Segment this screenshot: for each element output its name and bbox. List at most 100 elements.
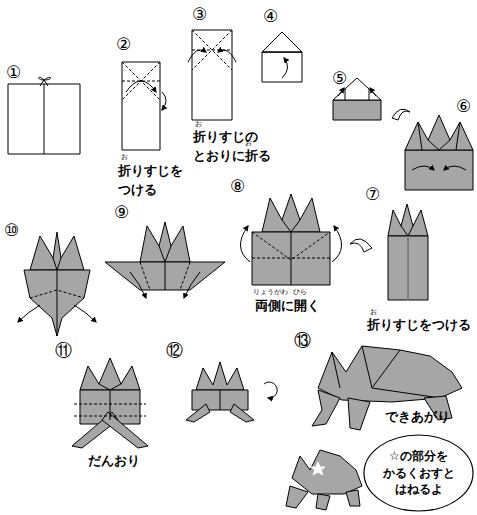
- instruction-text: 折りすじの とおりに折る: [193, 128, 271, 166]
- folded-paper: [405, 115, 473, 190]
- folded-paper: [405, 150, 473, 190]
- furigana: お: [121, 154, 128, 161]
- note-ellipse: ☆の部分を かるくおすと はねるよ: [363, 434, 474, 512]
- finished-frog: [348, 398, 370, 430]
- step-number: ⑫: [166, 342, 183, 359]
- folded-paper: [333, 100, 381, 120]
- folded-paper: [30, 232, 84, 270]
- folded-paper: [30, 290, 84, 298]
- step-number: ④: [263, 8, 278, 25]
- step-number: ⑬: [294, 332, 311, 349]
- step-number: ③: [192, 6, 207, 23]
- folded-paper: [99, 384, 121, 420]
- frog-with-star: [346, 490, 360, 506]
- origami-illustration: [8, 30, 473, 510]
- folded-paper: [262, 52, 302, 53]
- folded-rectangle: [122, 62, 166, 150]
- next-step-swoosh: [350, 239, 372, 252]
- folded-rectangle: [162, 92, 166, 110]
- folded-paper: [407, 236, 409, 300]
- ellipse-outline: [364, 435, 473, 511]
- folded-rectangle: [122, 62, 160, 150]
- folded-paper: [240, 226, 250, 262]
- folded-paper: [388, 204, 428, 300]
- next-step-swoosh: [392, 109, 410, 120]
- paper-square: [8, 77, 80, 154]
- step-number: ⑤: [332, 70, 347, 87]
- folded-paper: [401, 226, 413, 236]
- step-number: ⑥: [456, 98, 471, 115]
- folded-paper: [408, 236, 409, 300]
- folded-paper: [18, 305, 40, 322]
- instruction-text: 両側に開く: [255, 297, 320, 316]
- instruction-text: 折りすじをつける: [367, 316, 471, 335]
- instruction-text: できあがり: [385, 408, 450, 427]
- folded-paper: [388, 236, 428, 300]
- folded-paper: [74, 404, 146, 416]
- folded-rectangle: [122, 62, 160, 100]
- folded-paper: [444, 166, 466, 170]
- instruction-text: 折りすじを つける: [118, 162, 183, 200]
- folded-paper: [412, 166, 434, 170]
- note-text: ☆の部分を かるくおすと はねるよ: [383, 448, 455, 498]
- folded-paper: [252, 232, 330, 260]
- folded-paper: [184, 272, 200, 298]
- furigana: お: [370, 309, 377, 316]
- folded-paper: [262, 32, 302, 52]
- finished-frog: [312, 346, 462, 430]
- folded-paper: [262, 52, 302, 82]
- folded-rectangle: [188, 30, 236, 120]
- folded-paper: [262, 32, 302, 82]
- folded-paper: [72, 358, 148, 448]
- folded-paper: [240, 194, 341, 285]
- folded-paper: [282, 58, 288, 78]
- frog-with-star: [311, 462, 325, 475]
- folded-paper: [388, 204, 428, 236]
- folded-paper: [230, 404, 254, 422]
- folded-paper: [192, 390, 248, 410]
- step-number: ①: [6, 64, 21, 81]
- folded-paper: [332, 226, 342, 262]
- folded-paper: [74, 305, 96, 322]
- folded-paper: [345, 89, 369, 100]
- folded-paper: [186, 404, 210, 422]
- folded-rectangle: [122, 62, 160, 100]
- frog-with-star: [286, 486, 308, 508]
- step-number: ⑦: [365, 186, 380, 203]
- folded-paper: [418, 122, 460, 150]
- frog-with-star: [316, 494, 330, 510]
- folded-paper: [130, 272, 146, 298]
- folded-paper: [140, 262, 190, 290]
- finished-frog: [312, 390, 340, 426]
- folded-paper: [53, 258, 61, 336]
- folded-paper: [262, 194, 320, 232]
- step-number: ②: [116, 36, 131, 53]
- step-number: ⑪: [55, 342, 72, 359]
- frog-with-star: [286, 450, 362, 510]
- folded-paper: [282, 220, 300, 285]
- folded-paper: [102, 412, 148, 448]
- folded-paper: [159, 246, 171, 290]
- folded-rectangle: [218, 50, 236, 62]
- furigana: りょうがわ: [253, 289, 288, 296]
- folded-rectangle: [188, 50, 206, 62]
- folded-paper: [370, 88, 376, 96]
- step-number: ⑩: [4, 222, 19, 239]
- paper-square: [8, 84, 80, 154]
- finished-frog: [332, 346, 440, 398]
- folded-paper: [338, 88, 344, 96]
- finished-frog: [318, 346, 462, 402]
- folded-paper: [252, 232, 330, 260]
- frog-with-star: [292, 450, 362, 494]
- step-number: ⑨: [114, 204, 129, 221]
- folded-paper: [105, 222, 225, 298]
- instruction-text: だんおり: [88, 452, 140, 471]
- folded-paper: [140, 222, 190, 262]
- folded-paper: [196, 362, 244, 390]
- folded-paper: [220, 390, 221, 410]
- folded-rectangle: [122, 62, 160, 100]
- turn-over-arrow: [264, 382, 277, 398]
- furigana: お: [195, 121, 202, 128]
- folded-paper: [18, 232, 96, 336]
